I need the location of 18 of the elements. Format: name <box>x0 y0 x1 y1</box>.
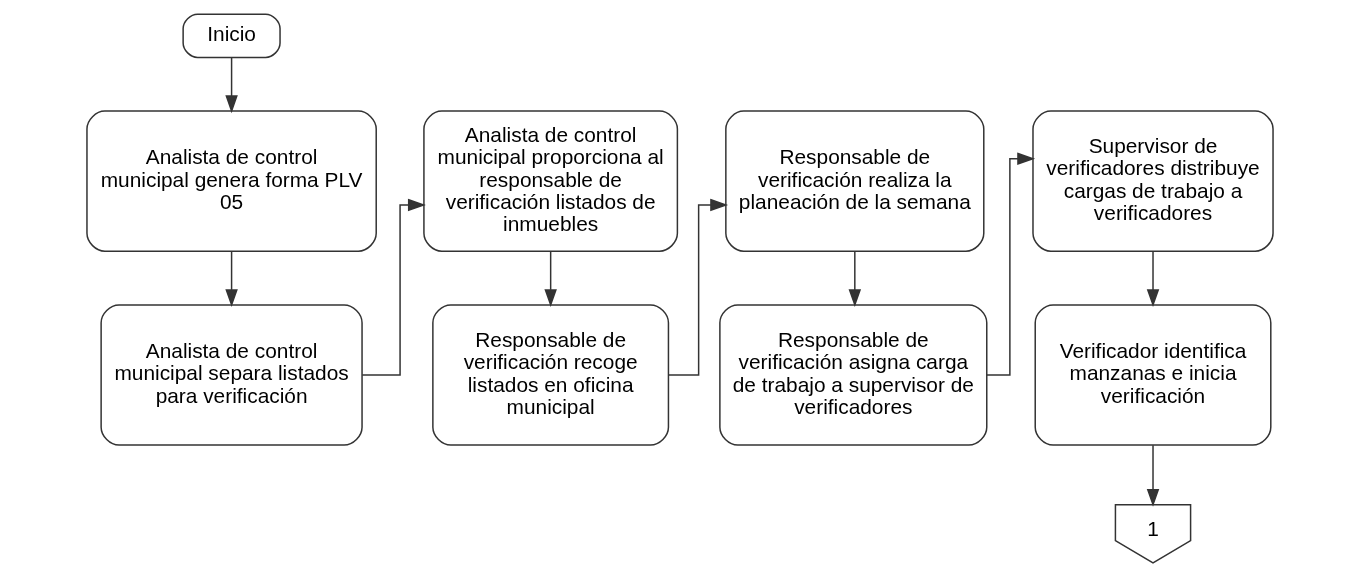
node-box: Responsable de verificación asigna carga de trabajo a supervisor de verificadores <box>719 304 988 446</box>
node-box: Supervisor de verificadores distribuye cargas de trabajo a verificadores <box>1032 110 1274 252</box>
node-box: Verificador identifica manzanas e inicia verificación <box>1034 304 1272 446</box>
node-box: Analista de control municipal separa listados para verificación <box>100 304 363 446</box>
node-box: Inicio <box>182 13 281 59</box>
arrow <box>1146 250 1160 308</box>
arrow <box>986 152 1036 376</box>
arrow <box>225 57 238 114</box>
node-box: Responsable de verificación recoge listados en oficina municipal <box>432 304 670 446</box>
node-box: Responsable de verificación realiza la planeación de la semana <box>725 110 985 252</box>
arrow <box>361 198 426 376</box>
node-box: Analista de control municipal genera forma PLV 05 <box>86 110 377 252</box>
node-box: Analista de control municipal proporciona al responsable de verificación listados de inmuebles <box>423 110 679 252</box>
arrow <box>544 250 557 308</box>
arrow <box>667 198 729 376</box>
arrow <box>1146 444 1160 507</box>
arrow <box>225 250 238 308</box>
arrow <box>848 250 862 308</box>
